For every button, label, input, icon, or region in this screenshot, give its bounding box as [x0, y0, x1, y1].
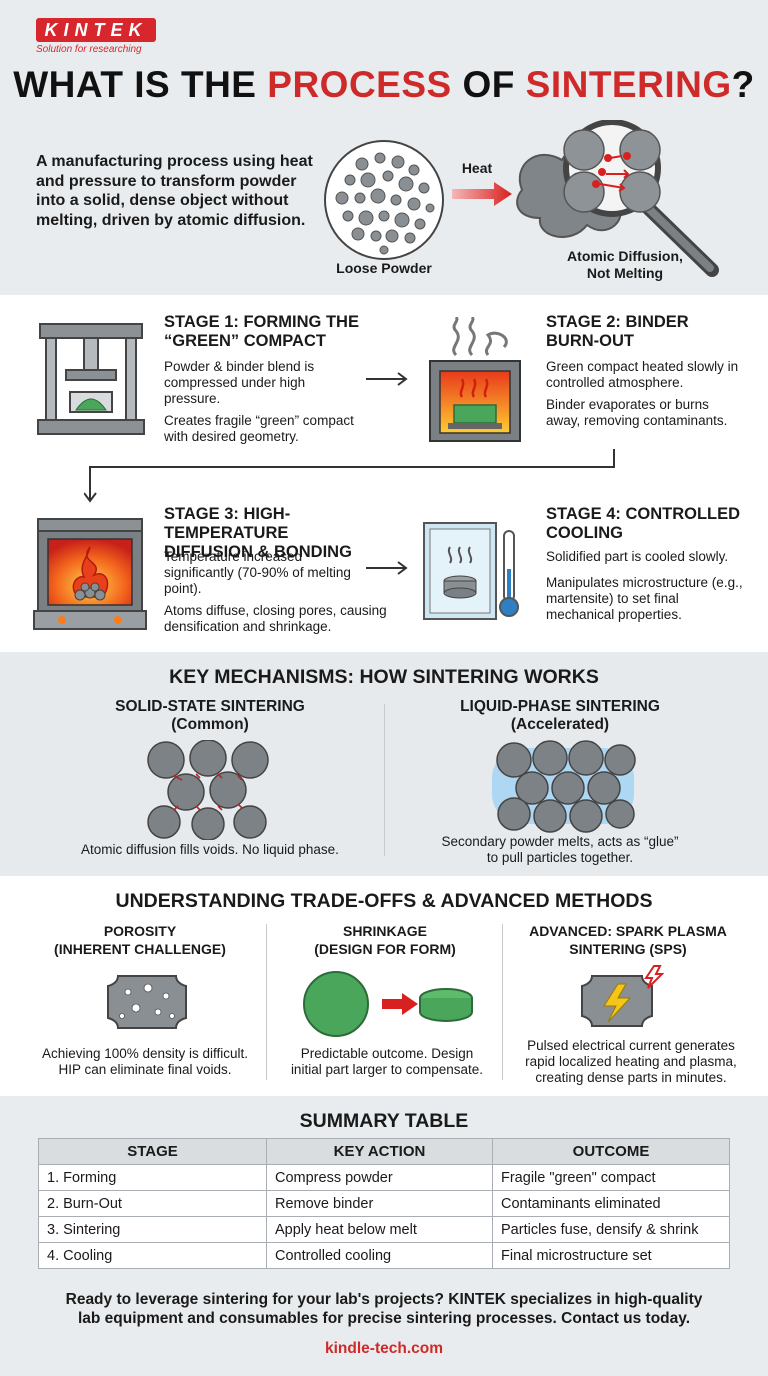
liquid-phase-title: LIQUID-PHASE SINTERING(Accelerated) [460, 698, 660, 733]
table-cell: 2. Burn-Out [38, 1190, 267, 1217]
stage1-title: STAGE 1: FORMING THE“GREEN” COMPACT [164, 313, 359, 350]
intro-text: A manufacturing process using heat and p… [36, 153, 313, 229]
heat-label: Heat [461, 160, 493, 176]
table-header-cell: KEY ACTION [266, 1138, 493, 1165]
stages-section: STAGE 1: FORMING THE“GREEN” COMPACT Powd… [0, 295, 768, 652]
solid-state-title: SOLID-STATE SINTERING(Common) [115, 698, 305, 733]
stage3-text: Temperature increased significantly (70-… [164, 549, 351, 596]
table-cell: Compress powder [266, 1164, 493, 1191]
stage4-text-2: Manipulates microstructure (e.g., marten… [546, 575, 743, 622]
solid-state-caption: Atomic diffusion fills voids. No liquid … [81, 842, 339, 857]
table-cell: Apply heat below melt [266, 1216, 493, 1243]
press-icon [37, 323, 145, 435]
magnifier-diffusion-illustration [516, 120, 719, 277]
table-cell: Final microstructure set [492, 1242, 730, 1269]
arrow-right-icon-2 [366, 561, 408, 575]
table-cell: 1. Forming [38, 1164, 267, 1191]
summary-section: SUMMARY TABLE STAGE KEY ACTION OUTCOME 1… [0, 1096, 768, 1376]
liquid-phase-particles [492, 740, 636, 833]
shrinkage-title: SHRINKAGE(DESIGN FOR FORM) [314, 923, 456, 957]
tradeoffs-divider-2 [502, 924, 503, 1080]
table-cell: 3. Sintering [38, 1216, 267, 1243]
mechanisms-section: KEY MECHANISMS: HOW SINTERING WORKS SOLI… [0, 652, 768, 876]
table-cell: Particles fuse, densify & shrink [492, 1216, 730, 1243]
table-cell: Remove binder [266, 1190, 493, 1217]
loose-powder-label: Loose Powder [336, 260, 432, 276]
cooling-chamber-icon [423, 522, 519, 620]
table-header-cell: STAGE [38, 1138, 267, 1165]
tradeoffs-section: UNDERSTANDING TRADE-OFFS & ADVANCED METH… [0, 876, 768, 1096]
shrinkage-illustration [303, 971, 473, 1037]
row-connector-arrow [84, 449, 615, 503]
liquid-phase-caption: Secondary powder melts, acts as “glue”to… [441, 834, 679, 865]
arrow-right-icon [366, 372, 408, 386]
tradeoffs-title: UNDERSTANDING TRADE-OFFS & ADVANCED METH… [115, 890, 653, 912]
header-section: KINTEK Solution for researching WHAT IS … [0, 0, 768, 295]
spark-plasma-icon [581, 965, 665, 1027]
porosity-caption: Achieving 100% density is difficult.HIP … [41, 1046, 249, 1077]
table-header-row: STAGE KEY ACTION OUTCOME [38, 1138, 730, 1165]
stage4-text: Solidified part is cooled slowly. [546, 549, 729, 564]
table-cell: Fragile "green" compact [492, 1164, 730, 1191]
table-header-cell: OUTCOME [492, 1138, 730, 1165]
loose-powder-illustration [324, 140, 444, 260]
brand-tagline: Solution for researching [36, 44, 142, 55]
tradeoffs-divider-1 [266, 924, 267, 1080]
table-cell: Controlled cooling [266, 1242, 493, 1269]
stage2-text: Green compact heated slowly in controlle… [546, 359, 739, 428]
burnout-furnace-icon [429, 317, 521, 442]
stage3-text-2: Atoms diffuse, closing pores, causing de… [164, 603, 387, 634]
summary-title: SUMMARY TABLE [299, 1110, 469, 1132]
brand-logo[interactable]: KINTEK [36, 18, 156, 42]
mechanisms-title: KEY MECHANISMS: HOW SINTERING WORKS [169, 666, 599, 688]
solid-state-particles [147, 740, 269, 840]
table-cell: 4. Cooling [38, 1242, 267, 1269]
heat-arrow-icon [452, 182, 512, 206]
website-link[interactable]: kindle-tech.com [325, 1340, 443, 1357]
table-cell: Contaminants eliminated [492, 1190, 730, 1217]
call-to-action: Ready to leverage sintering for your lab… [65, 1291, 703, 1327]
porosity-title: POROSITY(INHERENT CHALLENGE) [54, 923, 226, 957]
porous-part-icon [107, 975, 187, 1029]
page-title: WHAT IS THE PROCESS OF SINTERING? [13, 64, 755, 105]
mechanisms-divider [384, 704, 385, 856]
diffusion-label: Atomic Diffusion,Not Melting [567, 248, 683, 281]
stage1-text: Powder & binder blend is compressed unde… [164, 359, 354, 444]
fire-furnace-icon [33, 518, 147, 630]
